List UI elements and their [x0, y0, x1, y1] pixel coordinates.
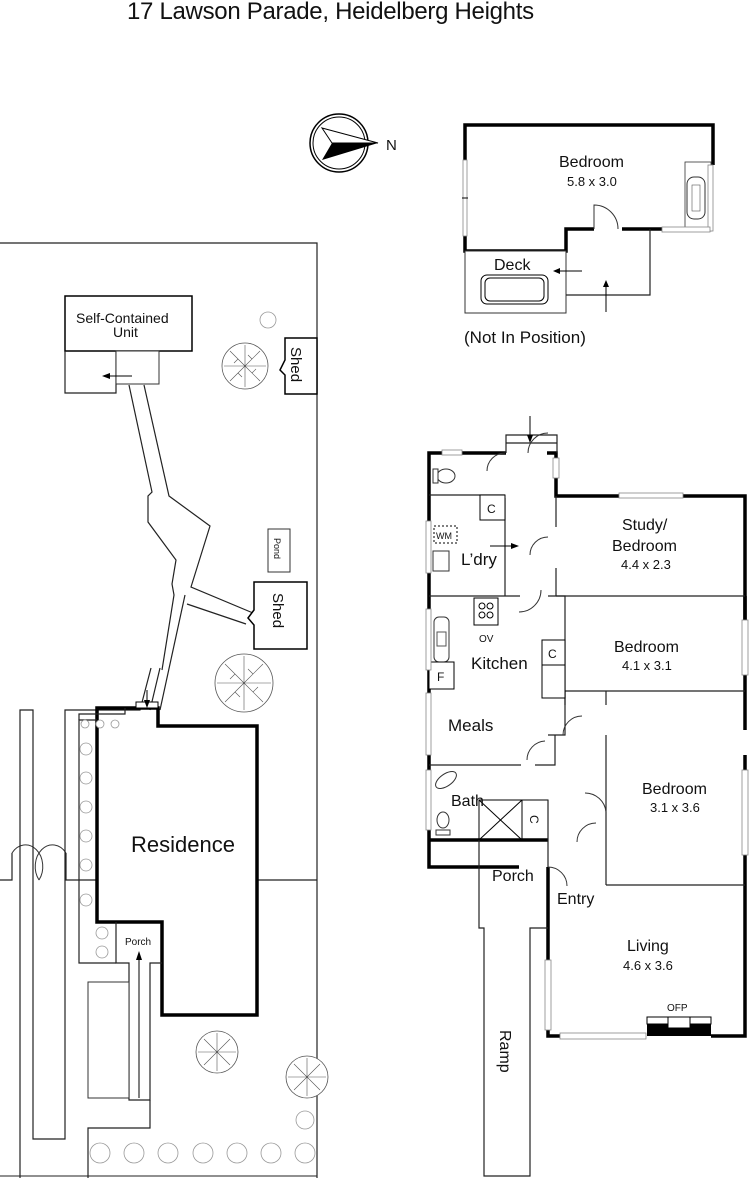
not-in-position-note: (Not In Position)	[464, 328, 586, 347]
living-size: 4.6 x 3.6	[623, 958, 673, 973]
bedroom1-label: Bedroom	[614, 639, 679, 656]
shrub-icon	[192, 1142, 214, 1164]
shrub-icon	[80, 719, 90, 729]
shrub-icon	[79, 800, 93, 814]
residence-label: Residence	[131, 832, 235, 857]
shrub-icons	[79, 311, 316, 1164]
fridge-label: F	[437, 670, 444, 684]
shrub-icon	[294, 1142, 316, 1164]
cupboard-kitchen-label: C	[548, 647, 557, 661]
unit-bedroom-label: Bedroom	[559, 154, 624, 171]
shrub-icon	[79, 742, 93, 756]
shrub-icon	[95, 926, 109, 940]
open-fireplace-label: OFP	[667, 1003, 688, 1014]
shrub-icon	[123, 1142, 145, 1164]
kitchen-label: Kitchen	[471, 654, 528, 673]
plan-title: 17 Lawson Parade, Heidelberg Heights	[127, 0, 534, 25]
compass-north-icon	[309, 113, 379, 173]
bedroom1-size: 4.1 x 3.1	[622, 658, 672, 673]
tree-icons	[195, 342, 329, 1099]
shrub-icon	[79, 771, 93, 785]
compass-label: N	[386, 137, 397, 154]
shrub-icon	[79, 829, 93, 843]
site-plan	[0, 242, 318, 1178]
shrub-icon	[157, 1142, 179, 1164]
shrub-icon	[89, 1142, 111, 1164]
bedroom2-size: 3.1 x 3.6	[650, 800, 700, 815]
study-label-1: Study/	[622, 517, 668, 534]
shrub-icon	[79, 858, 93, 872]
shrub-icon	[259, 311, 277, 329]
study-size: 4.4 x 2.3	[621, 557, 671, 572]
shrub-icon	[226, 1142, 248, 1164]
unit-bedroom-size: 5.8 x 3.0	[567, 174, 617, 189]
shrub-icon	[260, 1142, 282, 1164]
self-contained-unit-label-2: Unit	[113, 324, 138, 340]
entry-label: Entry	[557, 891, 594, 908]
unit-plan	[462, 123, 715, 314]
pond-label: Pond	[272, 538, 282, 559]
shed-top-label: Shed	[287, 347, 304, 382]
shrub-icon	[295, 1110, 315, 1130]
shrub-icon	[95, 719, 105, 729]
site-porch-label: Porch	[125, 937, 151, 948]
shed-mid-label: Shed	[269, 593, 286, 628]
porch-label: Porch	[492, 868, 534, 885]
shrub-icon	[95, 945, 109, 959]
study-label-2: Bedroom	[612, 538, 677, 555]
cupboard-bath-label: C	[527, 815, 541, 824]
house-plan	[425, 416, 749, 1177]
bath-label: Bath	[451, 793, 484, 810]
oven-label: OV	[479, 634, 494, 645]
laundry-label: L’dry	[461, 550, 497, 569]
cupboard-laundry-label: C	[487, 502, 496, 516]
self-contained-unit-label-1: Self-Contained	[76, 310, 169, 326]
bedroom2-label: Bedroom	[642, 781, 707, 798]
washing-machine-label: WM	[436, 531, 452, 541]
deck-label: Deck	[494, 257, 531, 274]
shrub-icon	[79, 893, 93, 907]
living-label: Living	[627, 938, 669, 955]
meals-label: Meals	[448, 716, 493, 735]
shrub-icon	[110, 719, 120, 729]
ramp-label: Ramp	[496, 1030, 513, 1073]
